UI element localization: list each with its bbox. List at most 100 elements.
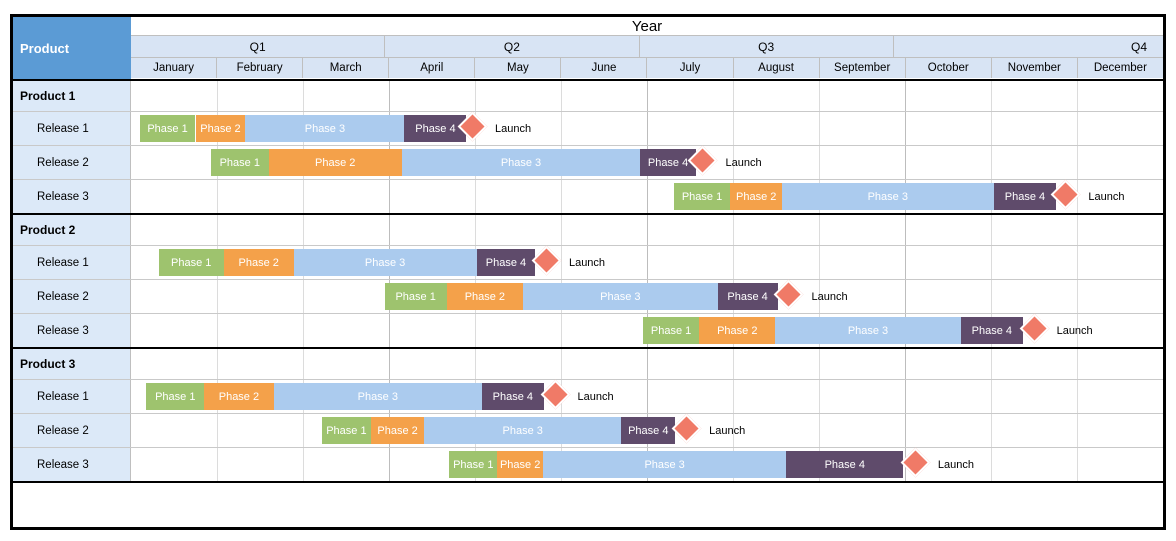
phase-bar-2[interactable]: Phase 2 xyxy=(195,115,246,142)
month-gridline xyxy=(991,380,992,413)
month-header-cell: May xyxy=(475,58,562,78)
month-gridline xyxy=(905,81,906,111)
month-gridline xyxy=(733,414,734,447)
release-name-label: Release 2 xyxy=(13,146,131,179)
phase-bar-2[interactable]: Phase 2 xyxy=(268,149,402,176)
product-row-timeline xyxy=(131,81,1163,111)
phase-bar-1[interactable]: Phase 1 xyxy=(158,249,224,276)
phase-bar-2[interactable]: Phase 2 xyxy=(446,283,524,310)
month-gridline xyxy=(389,349,390,379)
month-gridline xyxy=(991,146,992,179)
phase-bar-1[interactable]: Phase 1 xyxy=(642,317,700,344)
empty-bottom-row xyxy=(13,481,1163,527)
release-name-label: Release 1 xyxy=(13,246,131,279)
phase-bar-2[interactable]: Phase 2 xyxy=(370,417,425,444)
phase-bar-4[interactable]: Phase 4 xyxy=(717,283,778,310)
phase-bar-3[interactable]: Phase 3 xyxy=(293,249,477,276)
product-column-header-label: Product xyxy=(20,40,70,56)
launch-milestone-icon[interactable] xyxy=(1019,313,1049,343)
launch-label: Launch xyxy=(937,458,974,471)
launch-label: Launch xyxy=(1056,324,1093,337)
month-gridline xyxy=(303,280,304,313)
phase-bar-4[interactable]: Phase 4 xyxy=(640,149,696,176)
month-gridline xyxy=(819,81,820,111)
phase-bar-3[interactable]: Phase 3 xyxy=(775,317,961,344)
phase-bar-4[interactable]: Phase 4 xyxy=(481,383,544,410)
month-gridline xyxy=(647,215,648,245)
phase-bar-1[interactable]: Phase 1 xyxy=(139,115,196,142)
phase-bar-4[interactable]: Phase 4 xyxy=(960,317,1023,344)
phase-bar-2[interactable]: Phase 2 xyxy=(730,183,782,210)
phase-bar-1[interactable]: Phase 1 xyxy=(449,451,498,478)
launch-milestone-icon[interactable] xyxy=(671,413,702,443)
month-header-cell: February xyxy=(217,58,304,78)
launch-label: Launch xyxy=(577,390,614,403)
phase-bar-4[interactable]: Phase 4 xyxy=(621,417,676,444)
phase-bar-3[interactable]: Phase 3 xyxy=(401,149,641,176)
product-name-label: Product 2 xyxy=(13,215,131,245)
phase-bar-3[interactable]: Phase 3 xyxy=(273,383,482,410)
phase-bar-1[interactable]: Phase 1 xyxy=(384,283,447,310)
phase-bar-1[interactable]: Phase 1 xyxy=(673,183,731,210)
month-gridline xyxy=(217,349,218,379)
phase-bar-2[interactable]: Phase 2 xyxy=(699,317,776,344)
launch-milestone-icon[interactable] xyxy=(531,245,562,275)
month-gridline xyxy=(819,349,820,379)
quarter-header-cell: Q3 xyxy=(640,36,894,57)
month-gridline xyxy=(389,180,390,213)
month-gridline xyxy=(991,448,992,481)
phase-bar-1[interactable]: Phase 1 xyxy=(210,149,269,176)
phase-bar-4[interactable]: Phase 4 xyxy=(404,115,467,142)
phase-bar-1[interactable]: Phase 1 xyxy=(146,383,205,410)
month-gridline xyxy=(1077,215,1078,245)
month-gridline xyxy=(303,448,304,481)
product-column-header: Product xyxy=(13,17,131,79)
phase-bar-3[interactable]: Phase 3 xyxy=(542,451,787,478)
phase-bar-2[interactable]: Phase 2 xyxy=(204,383,274,410)
phase-bar-3[interactable]: Phase 3 xyxy=(523,283,718,310)
month-gridline xyxy=(1077,280,1078,313)
month-gridline xyxy=(1077,246,1078,279)
phase-bar-3[interactable]: Phase 3 xyxy=(424,417,622,444)
month-gridline xyxy=(905,280,906,313)
month-gridline xyxy=(475,314,476,347)
phase-bar-2[interactable]: Phase 2 xyxy=(497,451,543,478)
launch-label: Launch xyxy=(725,156,762,169)
month-gridline xyxy=(217,314,218,347)
month-gridline xyxy=(905,112,906,145)
phase-bar-4[interactable]: Phase 4 xyxy=(993,183,1057,210)
launch-milestone-icon[interactable] xyxy=(540,379,570,409)
release-name-label: Release 2 xyxy=(13,280,131,313)
month-gridline xyxy=(733,112,734,145)
month-gridline xyxy=(647,81,648,111)
phase-bar-2[interactable]: Phase 2 xyxy=(223,249,294,276)
month-gridline xyxy=(819,246,820,279)
month-gridline xyxy=(733,349,734,379)
month-gridline xyxy=(303,414,304,447)
quarter-header-cell: Q4 xyxy=(1130,39,1147,54)
release-name-label: Release 2 xyxy=(13,414,131,447)
launch-milestone-icon[interactable] xyxy=(774,279,804,309)
phase-bar-3[interactable]: Phase 3 xyxy=(245,115,405,142)
phase-bar-1[interactable]: Phase 1 xyxy=(321,417,371,444)
phase-bar-3[interactable]: Phase 3 xyxy=(782,183,994,210)
month-gridline xyxy=(217,280,218,313)
month-gridline xyxy=(303,349,304,379)
month-gridline xyxy=(1077,349,1078,379)
phase-bar-4[interactable]: Phase 4 xyxy=(786,451,904,478)
month-gridline xyxy=(561,112,562,145)
product-row: Product 2 xyxy=(13,213,1163,245)
phase-bar-4[interactable]: Phase 4 xyxy=(476,249,536,276)
month-gridline xyxy=(991,81,992,111)
launch-label: Launch xyxy=(811,290,848,303)
